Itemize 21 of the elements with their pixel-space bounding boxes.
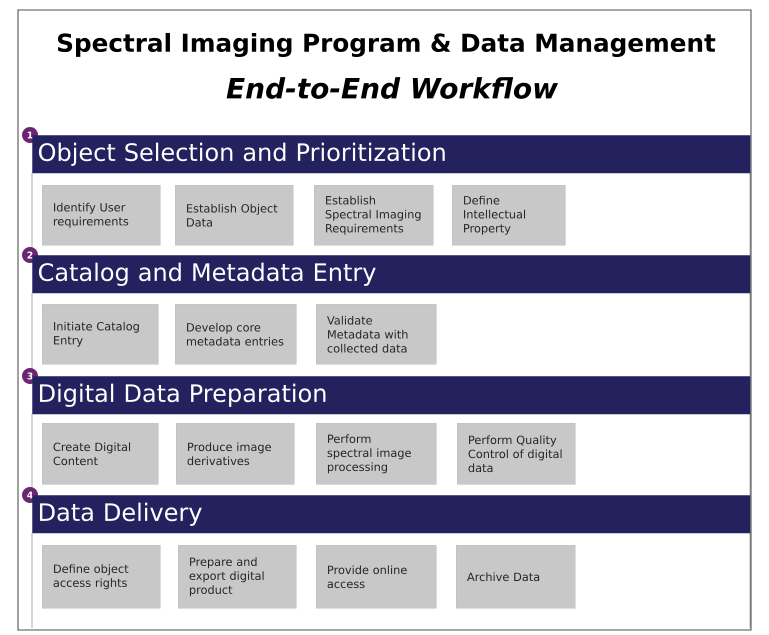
task-box: Archive Data <box>456 545 576 608</box>
task-box: Initiate Catalog Entry <box>42 304 159 365</box>
task-box: Identify User requirements <box>42 185 161 246</box>
task-box: Perform Quality Control of digital data <box>457 423 576 485</box>
task-box: Produce image derivatives <box>176 423 295 485</box>
task-box: Validate Metadata with collected data <box>316 304 437 365</box>
task-box: Create Digital Content <box>42 423 159 485</box>
task-box: Perform spectral image processing <box>316 423 437 485</box>
task-box: Prepare and export digital product <box>178 545 297 608</box>
task-box: Provide online access <box>316 545 437 608</box>
title: Spectral Imaging Program & Data Management <box>58 32 716 58</box>
section-header-band: Data Delivery <box>32 495 750 534</box>
task-box: Develop core metadata entries <box>175 304 297 365</box>
subtitle: End-to-End Workflow <box>226 77 558 99</box>
task-box: Define object access rights <box>42 545 161 608</box>
section-header-band: Catalog and Metadata Entry <box>32 255 750 294</box>
task-box: Establish Spectral Imaging Requirements <box>314 185 434 246</box>
task-box: Establish Object Data <box>175 185 294 246</box>
task-box: Define Intellectual Property <box>452 185 566 246</box>
section-header-band: Digital Data Preparation <box>32 376 750 414</box>
section-header-band: Object Selection and Prioritization <box>32 135 750 174</box>
